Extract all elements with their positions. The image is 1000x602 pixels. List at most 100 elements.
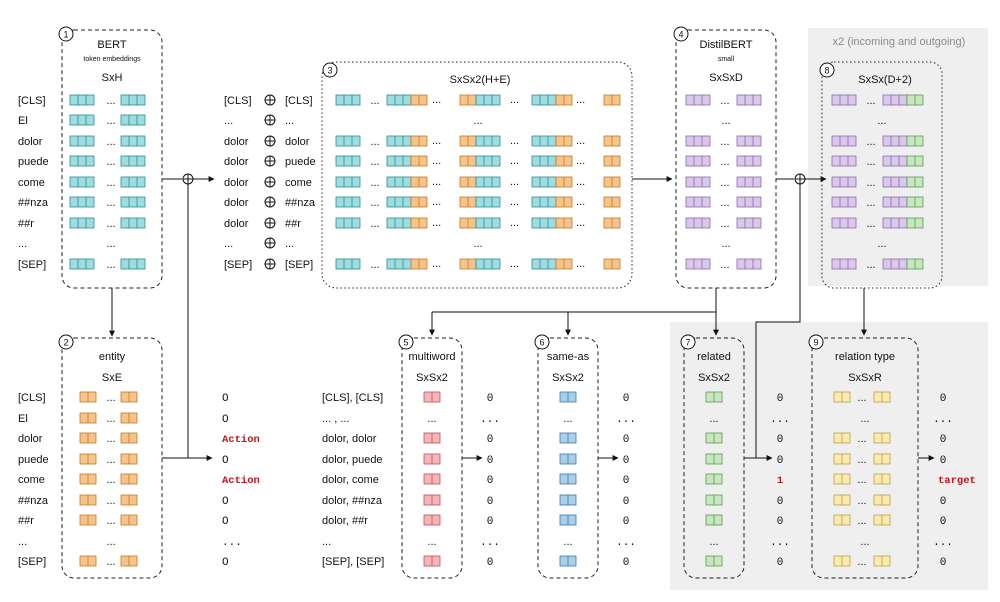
pair-left-token-3: dolor <box>224 156 249 168</box>
pair-entity-block <box>603 217 621 229</box>
block-body <box>475 176 501 188</box>
ellipsis: ... <box>106 536 115 548</box>
pair-bert-block <box>386 217 412 229</box>
token-label-3: puede <box>18 156 49 168</box>
multiword-output-4: 0 <box>487 475 494 487</box>
pair-bert-block <box>475 155 501 167</box>
pair-bert-block <box>335 217 361 229</box>
block-body <box>69 196 95 208</box>
token-label-0: [CLS] <box>18 95 46 107</box>
block-body <box>120 135 146 147</box>
ellipsis: ... <box>857 556 866 568</box>
distil-block <box>685 258 711 270</box>
related-output-6: 0 <box>777 516 784 528</box>
block-body <box>736 176 762 188</box>
token-label-1: El <box>18 115 28 127</box>
sameas-module-circle <box>534 334 550 350</box>
pair-entity-block <box>555 155 573 167</box>
ellipsis: ... <box>510 155 519 167</box>
reltype-output-1: ... <box>933 414 953 426</box>
multiword-block <box>423 473 441 485</box>
bert-title: BERT <box>97 39 126 51</box>
entity-output-0: O <box>222 393 229 405</box>
bert-token-block <box>69 176 95 188</box>
distil-block <box>685 155 711 167</box>
entity-block <box>120 514 138 526</box>
pair-bert-block <box>531 217 557 229</box>
entity-block <box>120 391 138 403</box>
pair-bert-block <box>475 258 501 270</box>
ellipsis: ... <box>432 176 441 188</box>
pair-bert-block <box>475 217 501 229</box>
block-body <box>882 155 908 167</box>
sameas-block <box>559 555 577 567</box>
pair-right-token-5: ##nza <box>285 197 316 209</box>
block-body <box>831 155 857 167</box>
block-body <box>475 196 501 208</box>
entity-block <box>120 453 138 465</box>
ellipsis: ... <box>866 177 875 189</box>
pair-bert-block <box>335 196 361 208</box>
pair-entity-block <box>603 94 621 106</box>
reltype-block <box>833 432 851 444</box>
related-block <box>705 453 723 465</box>
multiword-output-3: 0 <box>487 455 494 467</box>
bidirectional-note: x2 (incoming and outgoing) <box>833 36 966 48</box>
bert-token-block <box>120 94 146 106</box>
distil-title: DistilBERT <box>700 39 753 51</box>
entity-dim: SxE <box>102 372 122 384</box>
entity-block <box>79 555 97 567</box>
block-body <box>736 155 762 167</box>
pair-entity-block <box>555 217 573 229</box>
block-body <box>531 155 557 167</box>
entity-block <box>79 473 97 485</box>
ellipsis: ... <box>510 217 519 229</box>
bert-token-block <box>120 176 146 188</box>
bert-token-block <box>69 217 95 229</box>
related-output-1: ... <box>770 414 790 426</box>
block-body <box>69 176 95 188</box>
sameas-output-1: ... <box>616 414 636 426</box>
pair-right-token-4: come <box>285 177 312 189</box>
related-output-0: 0 <box>777 393 784 405</box>
pair-row-label-4: dolor, come <box>322 474 379 486</box>
entity-module-circle <box>58 334 74 350</box>
pair-entity-block <box>603 258 621 270</box>
ellipsis: ... <box>370 259 379 271</box>
ellipsis: ... <box>427 413 436 425</box>
sameas-output-4: 0 <box>623 475 630 487</box>
ellipsis: ... <box>563 413 572 425</box>
bert-token-block <box>120 217 146 229</box>
entity-title: entity <box>99 351 126 363</box>
distil-block <box>736 176 762 188</box>
related-block <box>705 391 723 403</box>
pair-entity-block <box>555 196 573 208</box>
entity-block <box>79 432 97 444</box>
block-body <box>882 258 908 270</box>
sameas-block <box>559 494 577 506</box>
pair-bert-block <box>475 196 501 208</box>
sameas-block <box>559 514 577 526</box>
sameas-block <box>559 453 577 465</box>
ellipsis: ... <box>563 536 572 548</box>
ellipsis: ... <box>370 95 379 107</box>
entity-module-box <box>61 337 163 579</box>
feature-distil-block <box>831 94 857 106</box>
block-body <box>69 155 95 167</box>
reltype-output-5: 0 <box>940 496 947 508</box>
block-body <box>335 135 361 147</box>
ellipsis: ... <box>106 136 115 148</box>
feature-distil-block <box>831 217 857 229</box>
block-body <box>531 258 557 270</box>
pair-bert-block <box>475 94 501 106</box>
ellipsis: ... <box>720 197 729 209</box>
related-output-3: 0 <box>777 455 784 467</box>
bert-token-block <box>69 114 95 126</box>
pair-module-number: 3 <box>327 66 332 76</box>
distil-block <box>736 135 762 147</box>
pair-entity-block <box>603 135 621 147</box>
block-body <box>531 135 557 147</box>
multiword-output-8: 0 <box>487 557 494 569</box>
related-title: related <box>697 351 731 363</box>
